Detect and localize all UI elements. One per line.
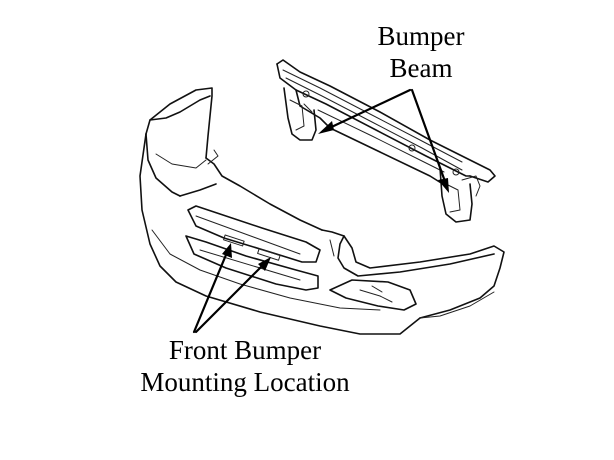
front-bumper-label-line1: Front Bumper <box>168 335 322 365</box>
front-bumper-label-line2: Mounting Location <box>140 367 350 397</box>
front-bumper-mounting-label: Front Bumper Mounting Location <box>110 334 380 398</box>
bumper-beam <box>276 59 496 223</box>
beam-leaders <box>318 88 449 193</box>
front-bumper-cover <box>139 87 505 335</box>
bumper-beam-label-line1: Bumper <box>377 21 465 51</box>
bumper-beam-label: Bumper Beam <box>356 20 486 84</box>
bumper-leaders <box>192 243 271 334</box>
bumper-beam-label-line2: Beam <box>389 53 453 83</box>
